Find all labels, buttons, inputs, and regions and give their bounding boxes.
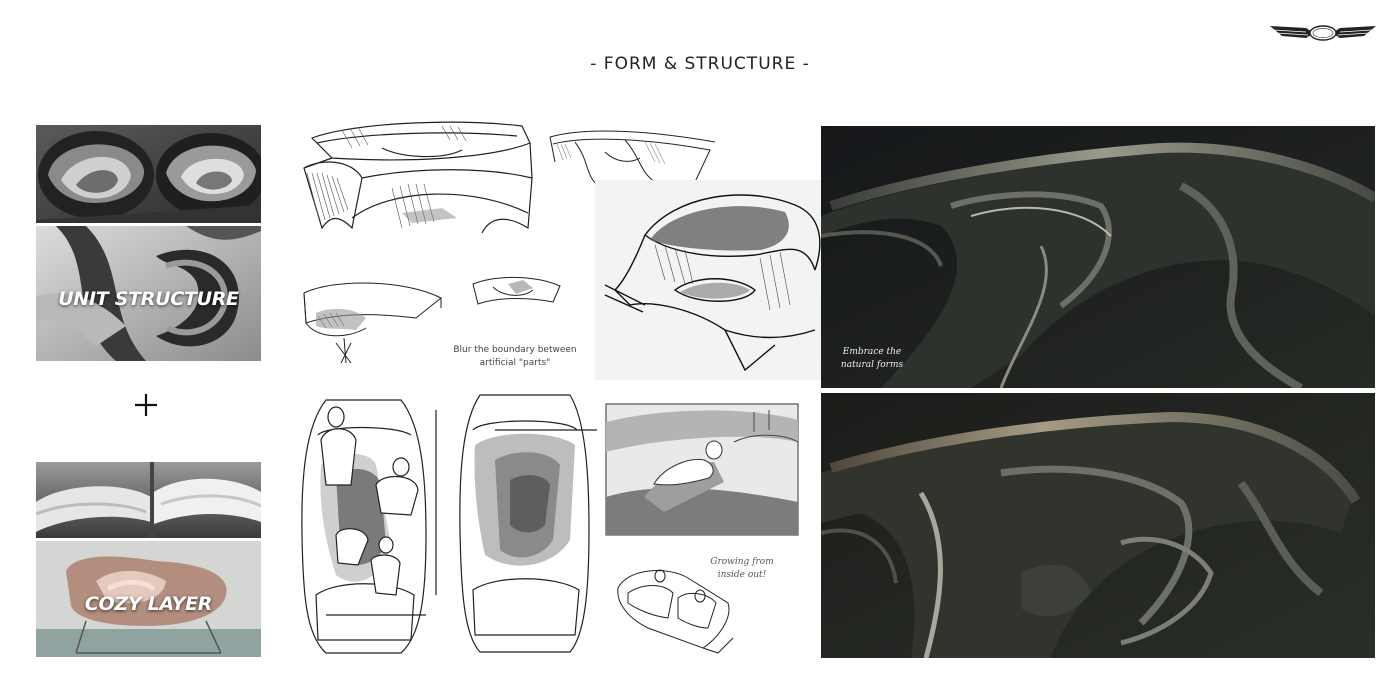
sketch-floor-module [296,268,446,364]
plus-icon [133,392,159,418]
page-title: - FORM & STRUCTURE - [590,54,810,74]
unit-structure-photo-top [36,125,261,223]
sketch-seat-cluster [608,558,738,658]
cozy-layer-photo-main: COZY LAYER [36,541,261,657]
sketch-interior-perspective [292,118,542,248]
render-natural-forms: Embrace the natural forms [821,126,1375,388]
sketch-small-module [468,272,563,312]
sketch-plan-view-right [455,390,605,657]
sketch-interior-render [604,402,800,537]
cozy-layer-photo-top [36,462,261,538]
caption-natural-forms: Embrace the natural forms [840,347,904,370]
genesis-logo [1268,20,1378,46]
cozy-layer-label: COZY LAYER [84,593,213,615]
caption-growing: Growing from inside out! [710,557,774,580]
caption-boundary: Blur the boundary between artificial "pa… [453,345,577,368]
unit-structure-photo-main: UNIT STRUCTURE [36,226,261,361]
sketch-plan-view-left [296,395,448,657]
sketch-side-form [545,122,725,192]
unit-structure-label: UNIT STRUCTURE [58,288,239,310]
sketch-cabin-module [585,180,825,380]
render-interior-dark [821,393,1375,658]
